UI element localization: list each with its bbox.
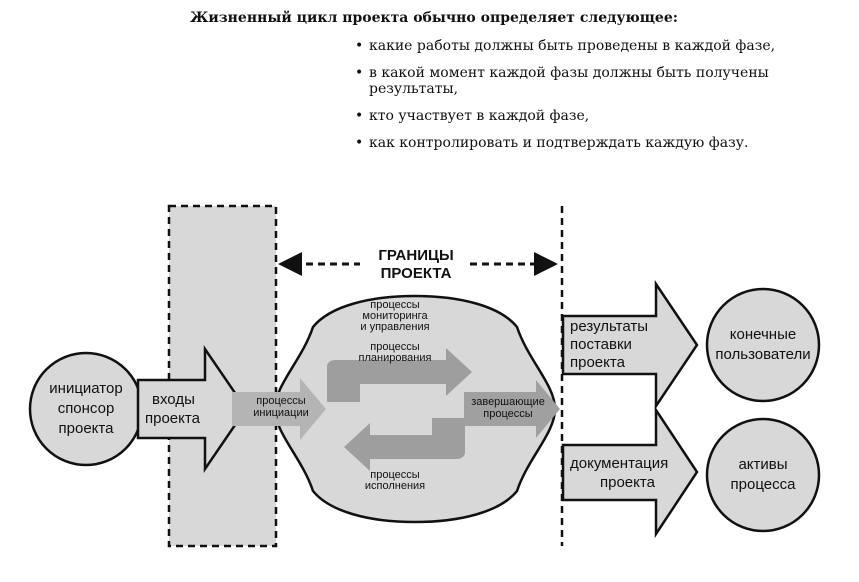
execution-label-line2: исполнения — [365, 480, 425, 492]
process-groups-area — [273, 294, 557, 524]
intro-title: Жизненный цикл проекта обычно определяет… — [190, 10, 678, 26]
assets-label-line1: активы — [738, 456, 787, 473]
documentation-label-line1: документация — [570, 455, 668, 472]
end-users-label-line1: конечные — [730, 326, 796, 343]
deliverables-arrow — [561, 279, 699, 411]
assets-label-line2: процесса — [731, 476, 797, 493]
bullet-item: кто участвует в каждой фазе, — [355, 108, 825, 124]
end-users-label-line2: пользователи — [715, 346, 810, 363]
closing-label-line1: завершающие — [471, 396, 545, 408]
deliverables-label-line1: результаты — [570, 318, 648, 335]
initiator-label-line3: проекта — [59, 420, 115, 437]
monitoring-label-line1: процессы — [370, 299, 419, 311]
initiator-label-line2: спонсор — [58, 400, 115, 417]
closing-arrow — [464, 380, 560, 438]
initiator-label-line1: инициатор — [49, 380, 122, 397]
planning-label-line1: процессы — [370, 341, 419, 353]
bullet-item: как контролировать и подтверждать каждую… — [355, 135, 825, 151]
end-users-circle — [705, 287, 821, 403]
planning-label-line2: планирования — [359, 352, 432, 364]
execution-cycle-arrow — [344, 418, 465, 471]
bullet-item: в какой момент каждой фазы должны быть п… — [355, 65, 825, 97]
inputs-label-line1: входы — [152, 391, 195, 408]
boundary-arrowhead-right — [534, 252, 558, 276]
closing-label-line2: процессы — [483, 408, 532, 420]
process-assets-circle — [705, 417, 821, 533]
inputs-label-line2: проекта — [145, 410, 201, 427]
monitoring-label-line3: и управления — [360, 321, 429, 333]
deliverables-label-line2: поставки — [570, 336, 632, 353]
boundary-arrowhead-left — [278, 252, 302, 276]
boundary-label-line2: ПРОЕКТА — [381, 265, 452, 282]
execution-label-line1: процессы — [370, 469, 419, 481]
initiation-label-line1: процессы — [256, 395, 305, 407]
bullet-item: какие работы должны быть проведены в каж… — [355, 38, 825, 54]
initiation-arrow — [232, 378, 326, 440]
monitoring-label-line2: мониторинга — [362, 310, 428, 322]
planning-cycle-arrow — [327, 348, 472, 402]
initiation-label-line2: инициации — [253, 407, 309, 419]
documentation-label-line2: проекта — [600, 474, 656, 491]
documentation-arrow — [561, 405, 699, 539]
boundary-label-line1: ГРАНИЦЫ — [378, 247, 453, 264]
intro-bullet-list: какие работы должны быть проведены в каж… — [355, 38, 825, 162]
deliverables-label-line3: проекта — [570, 354, 626, 371]
inputs-arrow — [136, 344, 248, 474]
